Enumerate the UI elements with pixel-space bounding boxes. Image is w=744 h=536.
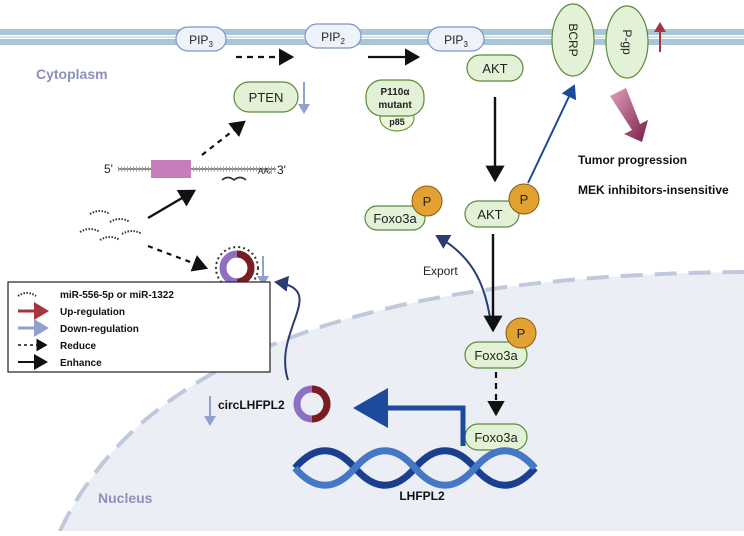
- pip2-label: PIP: [321, 30, 340, 44]
- nucleus-label: Nucleus: [98, 490, 153, 506]
- foxo3a-cyto-phospho: P: [423, 194, 432, 209]
- outcome-tumor-progression: Tumor progression: [578, 153, 687, 167]
- mirna-cluster: [79, 210, 143, 241]
- legend: miR-556-5p or miR-1322 Up-regulation Dow…: [7, 281, 271, 373]
- export-arrow: [435, 235, 491, 319]
- svg-text:PIP3: PIP3: [444, 33, 468, 49]
- legend-item-mirna: miR-556-5p or miR-1322: [60, 290, 174, 301]
- foxo3a-nuc-label: Foxo3a: [474, 430, 518, 445]
- akt-mid-label: AKT: [477, 207, 502, 222]
- svg-text:PIP3: PIP3: [189, 33, 213, 49]
- bcrp-transporter: BCRP: [551, 3, 595, 77]
- legend-item-down: Down-regulation: [60, 324, 139, 335]
- foxo3a-nuc-p-label: Foxo3a: [474, 348, 518, 363]
- pip3-left-receptor: PIP3: [175, 26, 227, 52]
- pip2-receptor: PIP2: [304, 23, 362, 49]
- pi3k-complex: P110α mutant p85: [365, 79, 425, 132]
- akt-top-label: AKT: [482, 61, 507, 76]
- akt-to-bcrp-arrow: [527, 84, 577, 184]
- legend-item-enhance: Enhance: [60, 358, 102, 369]
- circrna-nuclear: [293, 385, 331, 423]
- tumor-progression-arrow: [610, 88, 648, 142]
- mrna-to-pten-arrow: [201, 120, 246, 156]
- pten-label: PTEN: [249, 90, 284, 105]
- akt-phospho-label: P: [520, 192, 529, 207]
- pip3-left-label: PIP: [189, 33, 208, 47]
- pip3-right-receptor: PIP3: [427, 26, 485, 52]
- pten-mrna: 5' AAₙ 3': [104, 160, 286, 182]
- transcription-arrow: [353, 388, 466, 446]
- pgp-transporter: P-gp: [605, 5, 649, 79]
- circrna-label: circLHFPL2: [218, 398, 285, 412]
- p110-label-line1: P110α: [381, 87, 411, 98]
- bcrp-label: BCRP: [566, 23, 580, 56]
- foxo3a-nuc-phospho: P: [517, 326, 526, 341]
- cell-membrane: [0, 29, 744, 45]
- pgp-label: P-gp: [620, 29, 634, 55]
- pip3-right-label: PIP: [444, 33, 463, 47]
- legend-item-reduce: Reduce: [60, 341, 97, 352]
- foxo3a-cyto-label: Foxo3a: [373, 211, 417, 226]
- export-label: Export: [423, 264, 458, 278]
- circrna-export-arrow: [274, 275, 301, 381]
- mirna-to-mrna-arrow: [147, 189, 197, 220]
- mrna-polya: AAₙ: [258, 167, 272, 176]
- mrna-five-prime: 5': [104, 162, 113, 176]
- cytoplasm-label: Cytoplasm: [36, 66, 108, 82]
- outcome-mek-insensitive: MEK inhibitors-insensitive: [578, 183, 729, 197]
- legend-item-up: Up-regulation: [60, 307, 125, 318]
- pip3-right-subscript: 3: [463, 40, 468, 49]
- foxo3a-nucleus: Foxo3a: [464, 423, 528, 451]
- gene-label: LHFPL2: [399, 489, 445, 503]
- dna-helix: [292, 447, 538, 489]
- foxo3a-nucleus-phospho: Foxo3a P: [464, 317, 537, 369]
- pip3-left-subscript: 3: [208, 40, 213, 49]
- pip2-subscript: 2: [340, 37, 345, 46]
- svg-text:PIP2: PIP2: [321, 30, 345, 46]
- foxo3a-cytoplasm: Foxo3a P: [364, 185, 443, 231]
- akt-phospho: AKT P: [464, 183, 540, 228]
- legend-mirna-symbol: [17, 292, 37, 297]
- mrna-three-prime: 3': [277, 163, 286, 177]
- pten-protein: PTEN: [233, 81, 299, 113]
- p85-label: p85: [389, 117, 405, 127]
- akt-top: AKT: [466, 54, 524, 82]
- mirna-to-circ-arrow: [147, 244, 209, 272]
- p110-label-line2: mutant: [378, 100, 412, 111]
